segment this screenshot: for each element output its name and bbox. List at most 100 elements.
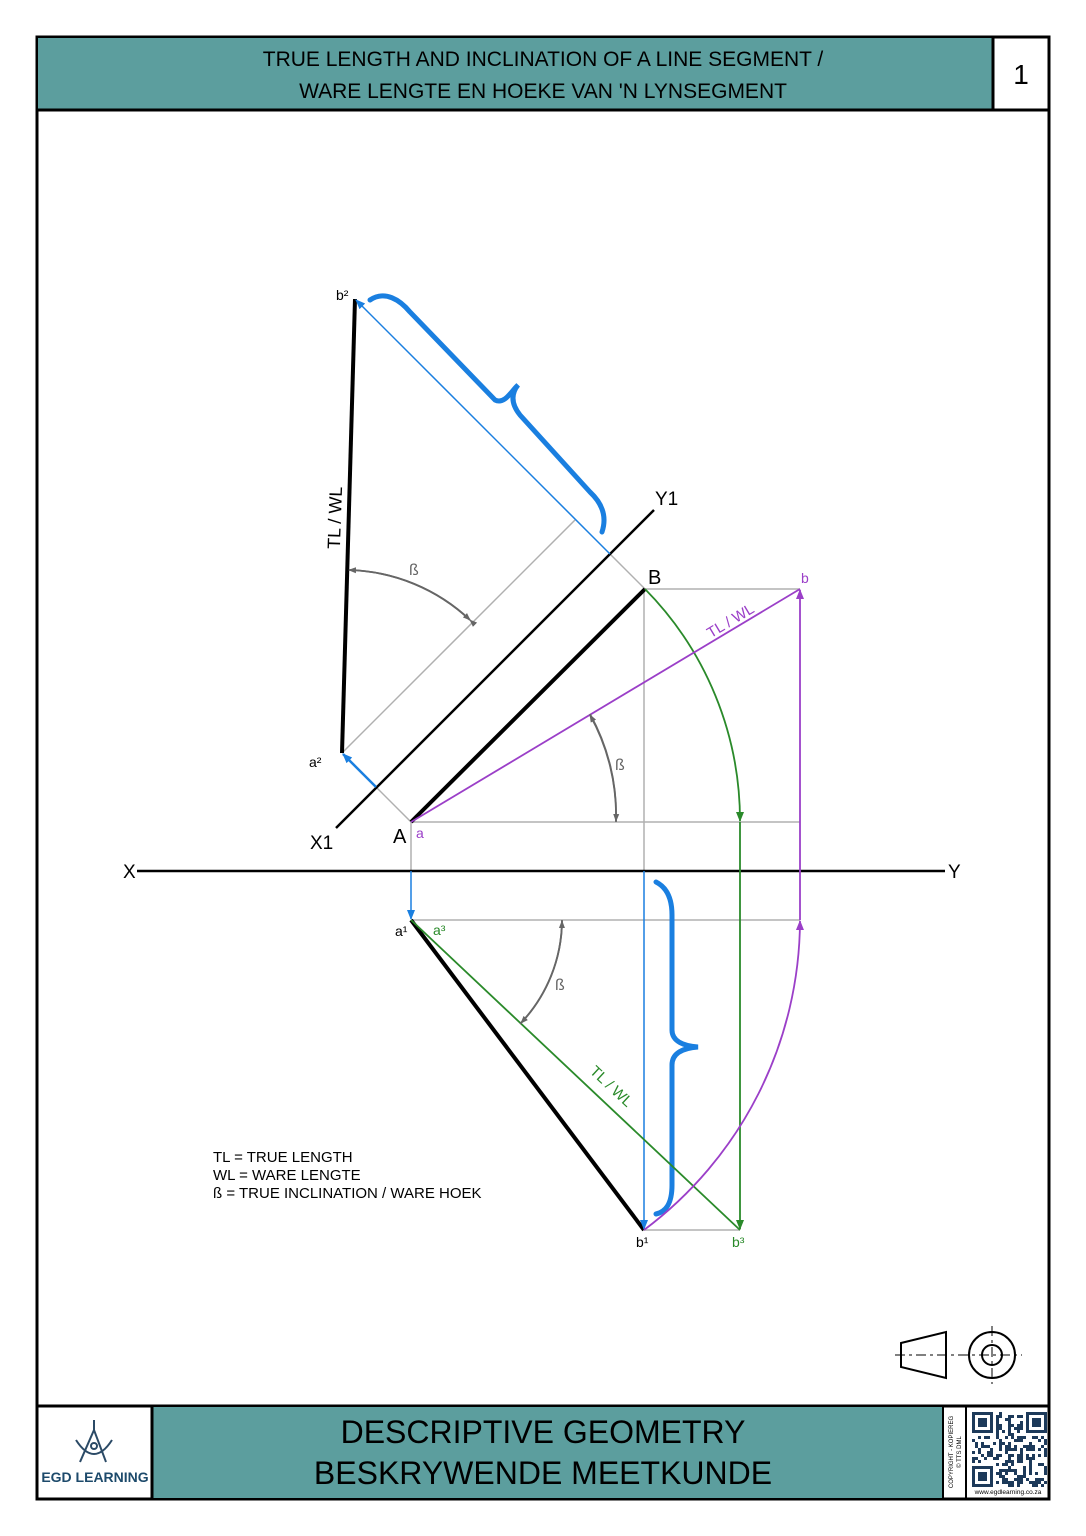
qr-module bbox=[1011, 1448, 1014, 1451]
qr-module bbox=[1020, 1478, 1023, 1481]
legend-line2: WL = WARE LENGTE bbox=[213, 1167, 361, 1184]
qr-module bbox=[1008, 1454, 1011, 1457]
qr-module bbox=[999, 1445, 1002, 1448]
qr-finder bbox=[978, 1418, 987, 1427]
blue-projectors bbox=[342, 299, 648, 1230]
qr-module bbox=[1008, 1442, 1011, 1445]
qr-module bbox=[1011, 1469, 1014, 1472]
qr-module bbox=[1044, 1454, 1047, 1457]
qr-module bbox=[1041, 1436, 1044, 1439]
label-b3: b³ bbox=[732, 1234, 745, 1250]
qr-module bbox=[1038, 1478, 1041, 1481]
qr-module bbox=[1029, 1463, 1032, 1466]
qr-module bbox=[996, 1481, 999, 1484]
qr-module bbox=[999, 1448, 1002, 1451]
qr-code[interactable] bbox=[972, 1412, 1047, 1487]
projector-lines bbox=[341, 519, 800, 1231]
qr-module bbox=[1020, 1481, 1023, 1484]
qr-module bbox=[1038, 1439, 1041, 1442]
qr-module bbox=[1005, 1481, 1008, 1484]
qr-module bbox=[1044, 1481, 1047, 1484]
qr-module bbox=[990, 1451, 993, 1454]
qr-module bbox=[999, 1472, 1002, 1475]
label-tl-auxiliary: TL / WL bbox=[324, 486, 346, 549]
qr-module bbox=[1023, 1475, 1026, 1478]
qr-module bbox=[1026, 1457, 1029, 1460]
qr-module bbox=[1005, 1436, 1008, 1439]
qr-module bbox=[993, 1457, 996, 1460]
qr-module bbox=[978, 1451, 981, 1454]
qr-module bbox=[996, 1430, 999, 1433]
qr-module bbox=[1017, 1439, 1020, 1442]
qr-module bbox=[1008, 1415, 1011, 1418]
qr-module bbox=[1023, 1466, 1026, 1469]
qr-module bbox=[1020, 1427, 1023, 1430]
label-tl-elevation: TL / WL bbox=[704, 600, 757, 641]
qr-module bbox=[1032, 1481, 1035, 1484]
legend-line1: TL = TRUE LENGTH bbox=[213, 1149, 353, 1166]
qr-module bbox=[1008, 1445, 1011, 1448]
qr-module bbox=[1044, 1469, 1047, 1472]
footer: EGD LEARNING DESCRIPTIVE GEOMETRY BESKRY… bbox=[37, 1404, 1049, 1499]
line-a1b1-plan bbox=[409, 918, 646, 1232]
qr-module bbox=[1029, 1448, 1032, 1451]
qr-module bbox=[1026, 1448, 1029, 1451]
qr-module bbox=[1011, 1481, 1014, 1484]
qr-module bbox=[972, 1451, 975, 1454]
qr-module bbox=[1044, 1472, 1047, 1475]
qr-module bbox=[1017, 1457, 1020, 1460]
qr-module bbox=[990, 1448, 993, 1451]
qr-module bbox=[1029, 1469, 1032, 1472]
qr-module bbox=[1014, 1427, 1017, 1430]
qr-module bbox=[1008, 1484, 1011, 1487]
qr-module bbox=[1011, 1460, 1014, 1463]
qr-module bbox=[1035, 1484, 1038, 1487]
qr-module bbox=[975, 1445, 978, 1448]
website-text: www.egdlearning.co.za bbox=[974, 1489, 1042, 1496]
qr-module bbox=[999, 1439, 1002, 1442]
qr-module bbox=[1029, 1442, 1032, 1445]
qr-module bbox=[996, 1418, 999, 1421]
qr-module bbox=[1008, 1424, 1011, 1427]
line-a2b2-auxiliary bbox=[340, 298, 357, 754]
qr-module bbox=[1035, 1436, 1038, 1439]
qr-module bbox=[1020, 1439, 1023, 1442]
copyright-line2: © TTS DML bbox=[956, 1436, 963, 1468]
point-labels: b² a² X1 Y1 A a B b X Y a¹ a³ b¹ b³ TL /… bbox=[123, 287, 961, 1250]
qr-module bbox=[1008, 1448, 1011, 1451]
qr-module bbox=[1044, 1466, 1047, 1469]
first-angle-projection-symbol bbox=[895, 1326, 1022, 1384]
header-title-line2: WARE LENGTE EN HOEKE VAN 'N LYNSEGMENT bbox=[299, 80, 787, 103]
qr-module bbox=[999, 1415, 1002, 1418]
qr-module bbox=[1011, 1424, 1014, 1427]
label-beta-elevation: ß bbox=[615, 757, 625, 774]
qr-module bbox=[996, 1436, 999, 1439]
qr-module bbox=[987, 1451, 990, 1454]
qr-module bbox=[1032, 1448, 1035, 1451]
qr-module bbox=[1044, 1439, 1047, 1442]
qr-module bbox=[1008, 1418, 1011, 1421]
qr-module bbox=[996, 1463, 999, 1466]
qr-module bbox=[1044, 1451, 1047, 1454]
qr-module bbox=[1029, 1481, 1032, 1484]
qr-module bbox=[1020, 1436, 1023, 1439]
qr-module bbox=[1002, 1475, 1005, 1478]
qr-module bbox=[1020, 1460, 1023, 1463]
qr-module bbox=[1014, 1472, 1017, 1475]
qr-module bbox=[1017, 1454, 1020, 1457]
qr-module bbox=[1011, 1484, 1014, 1487]
qr-module bbox=[1035, 1478, 1038, 1481]
qr-module bbox=[1032, 1454, 1035, 1457]
qr-module bbox=[1041, 1484, 1044, 1487]
qr-module bbox=[1002, 1430, 1005, 1433]
qr-module bbox=[1005, 1472, 1008, 1475]
sheet-border bbox=[35, 35, 1051, 1501]
qr-module bbox=[1020, 1451, 1023, 1454]
qr-module bbox=[981, 1445, 984, 1448]
qr-module bbox=[1002, 1463, 1005, 1466]
label-y1: Y1 bbox=[655, 489, 678, 510]
label-x1: X1 bbox=[310, 833, 333, 854]
qr-module bbox=[1008, 1457, 1011, 1460]
qr-module bbox=[1005, 1451, 1008, 1454]
